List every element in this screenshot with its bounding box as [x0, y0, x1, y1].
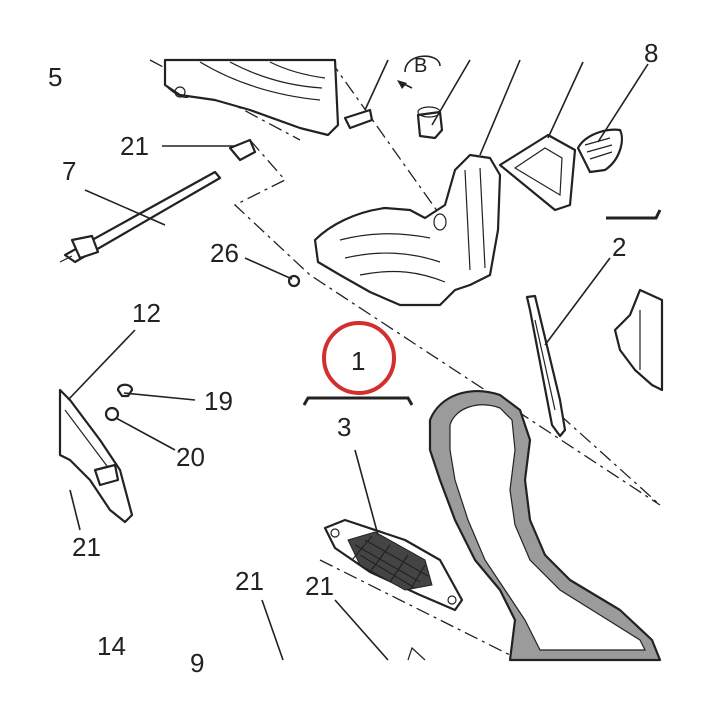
view-b-marker — [404, 55, 441, 73]
part-2-seal-strip — [525, 294, 567, 438]
callout-21-grille: 21 — [305, 571, 334, 601]
callout-21-bottom: 21 — [235, 566, 264, 596]
part-12-side-panel — [58, 388, 134, 524]
callout-1: 1 — [351, 346, 365, 376]
callout-9: 9 — [190, 648, 204, 678]
callout-26: 26 — [210, 238, 239, 268]
part-3-mesh-grille — [323, 518, 464, 612]
callout-3: 3 — [337, 412, 351, 442]
callout-14: 14 — [97, 631, 126, 661]
callout-5: 5 — [48, 62, 62, 92]
upper-right-bracket-line — [606, 209, 662, 220]
callout-21: 21 — [120, 131, 149, 161]
callout-b: B — [414, 55, 427, 77]
callout-labels: 5 8 B 21 7 26 2 12 1 19 20 3 21 21 21 14… — [48, 38, 658, 678]
shaded-fairing-part — [428, 390, 662, 662]
callout-8: 8 — [644, 38, 658, 68]
right-edge-part — [613, 288, 664, 392]
leader-lines — [67, 59, 649, 661]
trim-ring-part — [498, 133, 577, 212]
callout-20: 20 — [176, 442, 205, 472]
rubber-grommet — [416, 106, 444, 140]
part-7-cable-tie — [59, 170, 222, 264]
callout-12: 12 — [132, 298, 161, 328]
upper-fairing-part — [163, 58, 340, 137]
main-bracket-part — [313, 153, 502, 307]
bottom-partial-parts — [407, 646, 426, 661]
highlight-circle — [322, 321, 396, 395]
part-8-cap — [576, 128, 623, 174]
callout-7: 7 — [62, 156, 76, 186]
group-bracket — [302, 396, 414, 406]
fastener-clips — [104, 108, 374, 422]
callout-19: 19 — [204, 386, 233, 416]
callout-21-left: 21 — [72, 532, 101, 562]
callout-2: 2 — [612, 232, 626, 262]
